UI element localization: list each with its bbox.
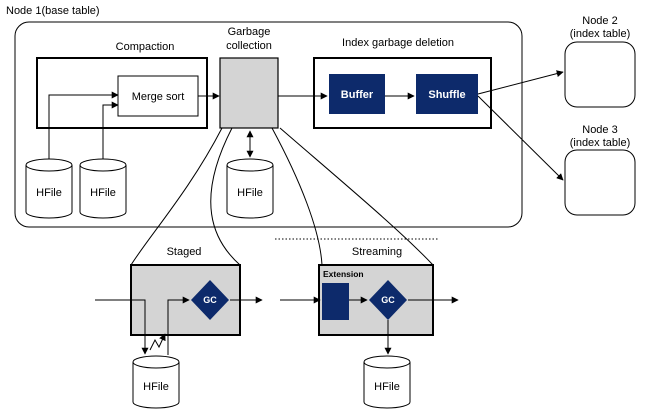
- staged-flow-arrows: [95, 296, 263, 355]
- compaction-box: [36, 57, 208, 129]
- shuffle-box: [416, 74, 478, 114]
- node1-title: Node 1(base table): [6, 5, 100, 17]
- hfile-cylinder-3: HFile: [226, 158, 274, 219]
- node1-container: [14, 21, 523, 228]
- index-gc-box: [313, 57, 492, 129]
- extension-box: [322, 283, 349, 320]
- hfile-label: HFile: [143, 381, 169, 393]
- hfile-label: HFile: [374, 381, 400, 393]
- index-gc-title: Index garbage deletion: [342, 37, 454, 49]
- node2-box: [564, 41, 636, 108]
- hfile-label: HFile: [36, 187, 62, 199]
- buffer-label: Buffer: [341, 89, 374, 101]
- buffer-box: [329, 74, 385, 114]
- zoom-connectors: [130, 127, 434, 266]
- garbage-collection-box: [219, 57, 279, 129]
- node3-box: [564, 149, 636, 216]
- node3-subtitle: (index table): [570, 137, 631, 149]
- merge-sort-label: Merge sort: [132, 91, 185, 103]
- gc-title-line1: Garbage: [228, 26, 271, 38]
- streaming-title: Streaming: [352, 246, 402, 258]
- hfile-cylinder-streaming: HFile: [363, 355, 411, 409]
- node2-subtitle: (index table): [570, 28, 631, 40]
- streaming-gc-diamond: GC: [369, 280, 407, 320]
- staged-gc-diamond: GC: [191, 280, 229, 320]
- hfile-cylinder-1: HFile: [25, 158, 73, 219]
- compaction-arrows: [48, 70, 564, 181]
- hfile-label: HFile: [90, 187, 116, 199]
- hfile-cylinder-2: HFile: [79, 158, 127, 219]
- gc-title-line2: collection: [226, 40, 272, 52]
- staged-gc-label: GC: [203, 295, 217, 305]
- extension-label: Extension: [323, 269, 364, 279]
- compaction-title: Compaction: [116, 41, 175, 53]
- staged-title: Staged: [167, 246, 202, 258]
- node3-title: Node 3: [582, 124, 617, 136]
- streaming-gc-label: GC: [381, 295, 395, 305]
- streaming-flow-arrows: [280, 296, 459, 355]
- hfile-label: HFile: [237, 187, 263, 199]
- node2-title: Node 2: [582, 15, 617, 27]
- hfile-cylinder-staged: HFile: [132, 355, 180, 409]
- shuffle-label: Shuffle: [428, 89, 465, 101]
